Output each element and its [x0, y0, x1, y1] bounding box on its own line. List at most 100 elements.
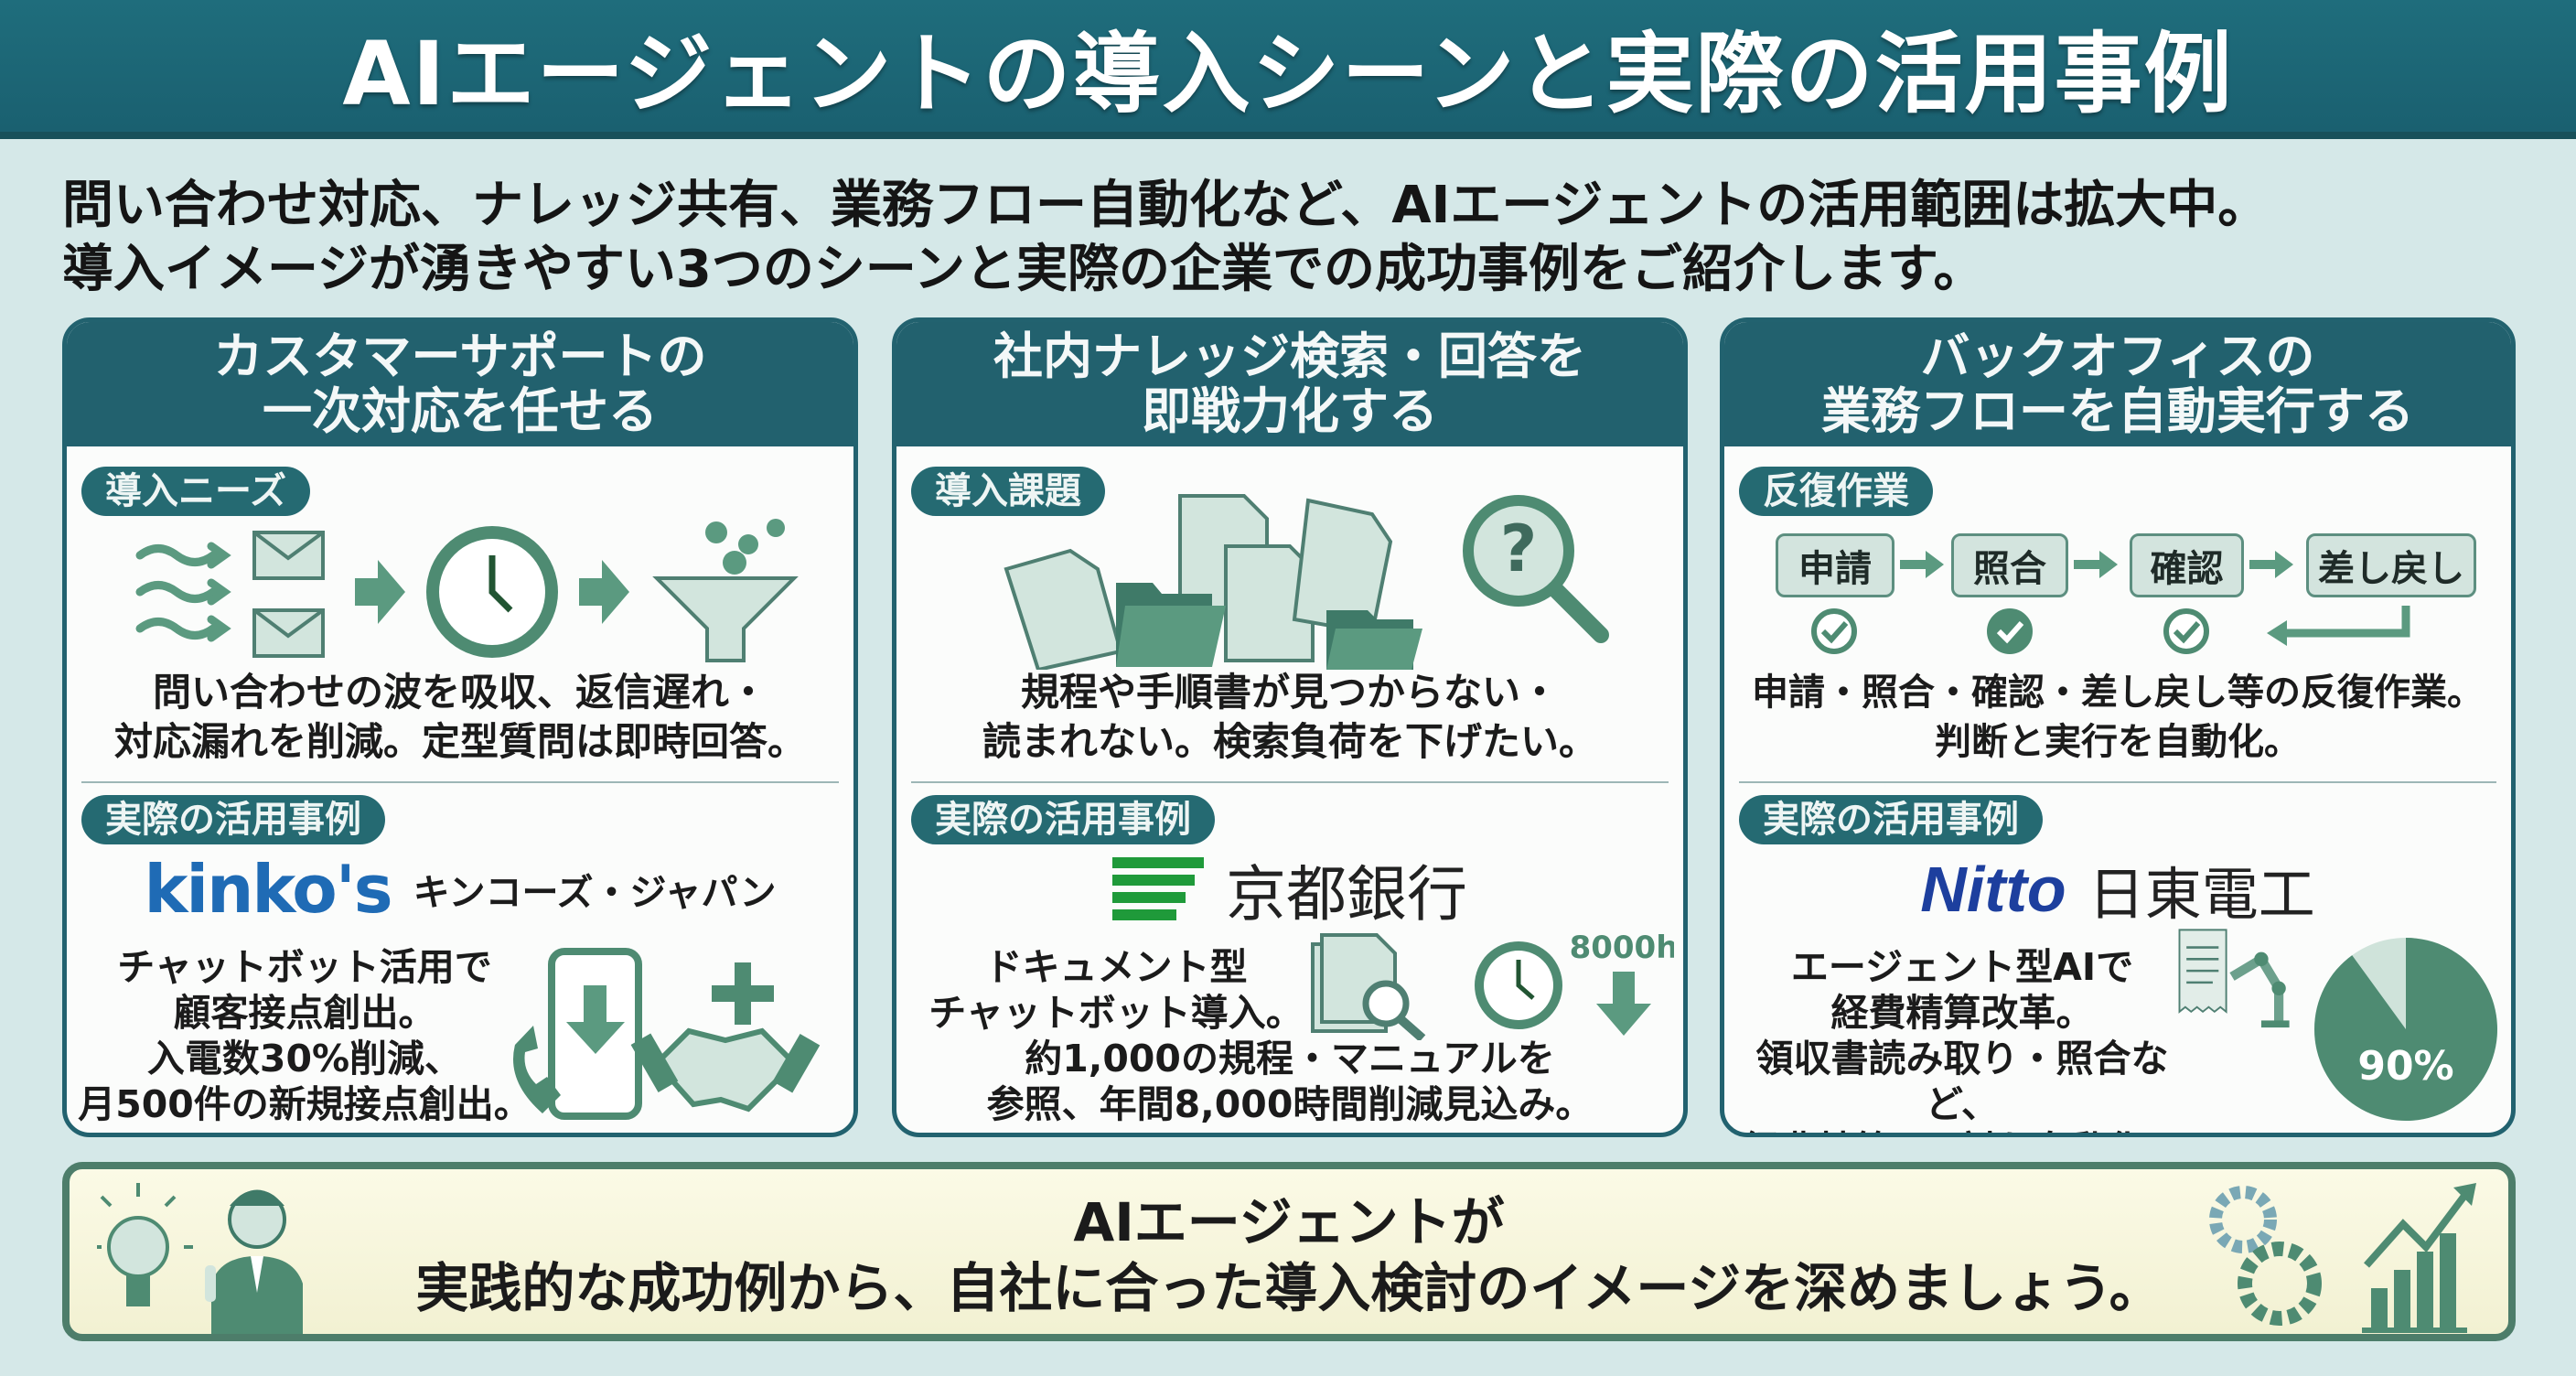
intro-line: 導入イメージが湧きやすい3つのシーンと実際の企業での成功事例をご紹介します。 [62, 240, 1985, 299]
handshake-plus-icon [630, 962, 821, 1113]
lightbulb-icon [97, 1183, 193, 1306]
flow-step: 確認 [2130, 533, 2244, 597]
card-knowledge-search: 社内ナレッジ検索・回答を即戦力化する 導入課題 ? 規程や手順書が見つからない・… [892, 317, 1688, 1137]
desc-line: 申請・照合・確認・差し戻し等の反復作業。 [1752, 672, 2484, 714]
company-name: 日東電工 [2088, 861, 2315, 928]
case-description-cont: 約1,000の規程・マニュアルを参照、年間8,000時間削減見込み。 [915, 1036, 1665, 1127]
flow-step: 照合 [1951, 533, 2068, 597]
case-line: ドキュメント型 [984, 945, 1248, 989]
receipt-robot-arm-icon [2178, 929, 2290, 1028]
kinkos-logo: kinko's [144, 851, 393, 928]
tag-repetitive-work: 反復作業 [1739, 467, 1933, 516]
case-icons [513, 948, 821, 1120]
case-line: 経費精算の9割を自動化。 [1743, 1127, 2182, 1133]
tag-case-study: 実際の活用事例 [81, 795, 385, 844]
case-line: 参照、年間8,000時間削減見込み。 [986, 1082, 1594, 1126]
flow-step: 差し戻し [2306, 533, 2476, 597]
pie-slice-automated [2314, 938, 2497, 1121]
case-line: チャットボット活用で [117, 945, 492, 989]
intro-text: 問い合わせ対応、ナレッジ共有、業務フロー自動化など、AIエージェントの活用範囲は… [62, 174, 2269, 302]
clock-icon [1475, 941, 1562, 1029]
tag-needs: 導入ニーズ [81, 467, 310, 516]
svg-text:?: ? [1500, 511, 1538, 586]
divider [1739, 781, 2496, 783]
arrow-right-icon [2074, 551, 2118, 578]
banner-right-icons [2209, 1183, 2476, 1333]
funnel-icon [652, 519, 799, 662]
arrow-down-icon [1596, 972, 1651, 1036]
heading-line: カスタマーサポートの [213, 328, 707, 385]
case-icons: 8000h [1311, 930, 1674, 1040]
company-logo-row: Nitto 日東電工 [1724, 848, 2511, 930]
pie-label: 90% [2357, 1043, 2453, 1090]
banner-left-icons [97, 1183, 303, 1334]
card-customer-support: カスタマーサポートの一次対応を任せる 導入ニーズ 問い合わせの波を吸収、返信遅れ… [62, 317, 858, 1137]
page-title: AIエージェントの導入シーンと実際の活用事例 [342, 22, 2234, 125]
case-line: 入電数30%削減、 [146, 1037, 463, 1080]
card-heading: バックオフィスの業務フローを自動実行する [1724, 322, 2511, 446]
magnifier-question-icon: ? [1463, 495, 1609, 643]
tag-case-study: 実際の活用事例 [1739, 795, 2043, 844]
work-description: 申請・照合・確認・差し戻し等の反復作業。判断と実行を自動化。 [1724, 668, 2511, 767]
card-heading: カスタマーサポートの一次対応を任せる [67, 322, 853, 446]
arrow-right-icon [2249, 551, 2293, 578]
case-description: チャットボット活用で顧客接点創出。入電数30%削減、月500件の新規接点創出。 [76, 944, 533, 1127]
case-description: ドキュメント型チャットボット導入。 [915, 944, 1317, 1036]
pie-chart: 90% [2314, 938, 2497, 1121]
company-name: キンコーズ・ジャパン [413, 872, 777, 914]
title-bar: AIエージェントの導入シーンと実際の活用事例 [0, 0, 2576, 139]
divider [911, 781, 1669, 783]
desc-line: 対応漏れを削減。定型質問は即時回答。 [113, 719, 806, 764]
heading-line: 業務フローを自動実行する [1821, 382, 2414, 440]
case-line: エージェント型AIで [1790, 945, 2134, 989]
case-line: 約1,000の規程・マニュアルを [1025, 1037, 1555, 1080]
intro-line: 問い合わせ対応、ナレッジ共有、業務フロー自動化など、AIエージェントの活用範囲は… [62, 176, 2270, 235]
businessman-icon [205, 1189, 303, 1334]
case-description: エージェント型AIで経費精算改革。領収書読み取り・照合など、経費精算の9割を自動… [1743, 944, 2182, 1133]
desc-line: 読まれない。検索負荷を下げたい。 [982, 719, 1597, 764]
envelope-icon [252, 531, 325, 658]
case-line: 顧客接点創出。 [173, 991, 436, 1035]
banner-line: 実践的な成功例から、自社に合った導入検討のイメージを深めましょう。 [415, 1257, 2163, 1319]
documents-icon [1004, 494, 1393, 670]
case-line: 月500件の新規接点創出。 [78, 1082, 531, 1126]
gears-icon [2209, 1186, 2322, 1326]
desc-line: 問い合わせの波を吸収、返信遅れ・ [152, 670, 767, 715]
arrow-right-icon [1900, 551, 1944, 578]
stat-label: 8000h [1570, 930, 1674, 966]
tag-issues: 導入課題 [911, 467, 1105, 516]
phone-download-icon [513, 948, 642, 1120]
card-heading: 社内ナレッジ検索・回答を即戦力化する [896, 322, 1683, 446]
heading-line: 即戦力化する [1142, 382, 1438, 440]
bottom-banner: AIエージェントが 実践的な成功例から、自社に合った導入検討のイメージを深めまし… [62, 1162, 2516, 1341]
nitto-logo: Nitto [1920, 854, 2066, 925]
banner-line: AIエージェントが [1073, 1191, 1505, 1253]
arrow-right-icon [579, 560, 629, 624]
folder-icon [1116, 583, 1422, 670]
divider [81, 781, 839, 783]
arrow-right-icon [355, 560, 405, 624]
document-search-icon [1311, 933, 1426, 1040]
kyoto-bank-logo [1112, 857, 1204, 920]
needs-icons [135, 519, 799, 662]
check-circle-icon [1811, 608, 1857, 654]
flow-step: 申請 [1776, 533, 1894, 597]
incoming-mail-icon [135, 542, 231, 642]
check-circle-icon [1987, 608, 2033, 654]
desc-line: 判断と実行を自動化。 [1935, 721, 2301, 763]
return-arrow-icon [2287, 606, 2410, 638]
tag-case-study: 実際の活用事例 [911, 795, 1215, 844]
card-back-office: バックオフィスの業務フローを自動実行する 反復作業 申請 照合 確認 差し戻し … [1720, 317, 2516, 1137]
case-line: 経費精算改革。 [1830, 991, 2094, 1035]
flow-arrows-checks [1811, 551, 2410, 654]
case-line: 領収書読み取り・照合など、 [1755, 1037, 2169, 1126]
company-logo-row: 京都銀行 [896, 848, 1683, 930]
check-circle-icon [2163, 608, 2209, 654]
case-line: チャットボット導入。 [928, 991, 1304, 1035]
heading-line: バックオフィスの [1920, 328, 2315, 385]
desc-line: 規程や手順書が見つからない・ [1020, 670, 1559, 715]
heading-line: 一次対応を任せる [263, 382, 658, 440]
company-logo-row: kinko's キンコーズ・ジャパン [67, 848, 853, 930]
company-name: 京都銀行 [1226, 859, 1467, 930]
clock-icon [426, 526, 558, 658]
